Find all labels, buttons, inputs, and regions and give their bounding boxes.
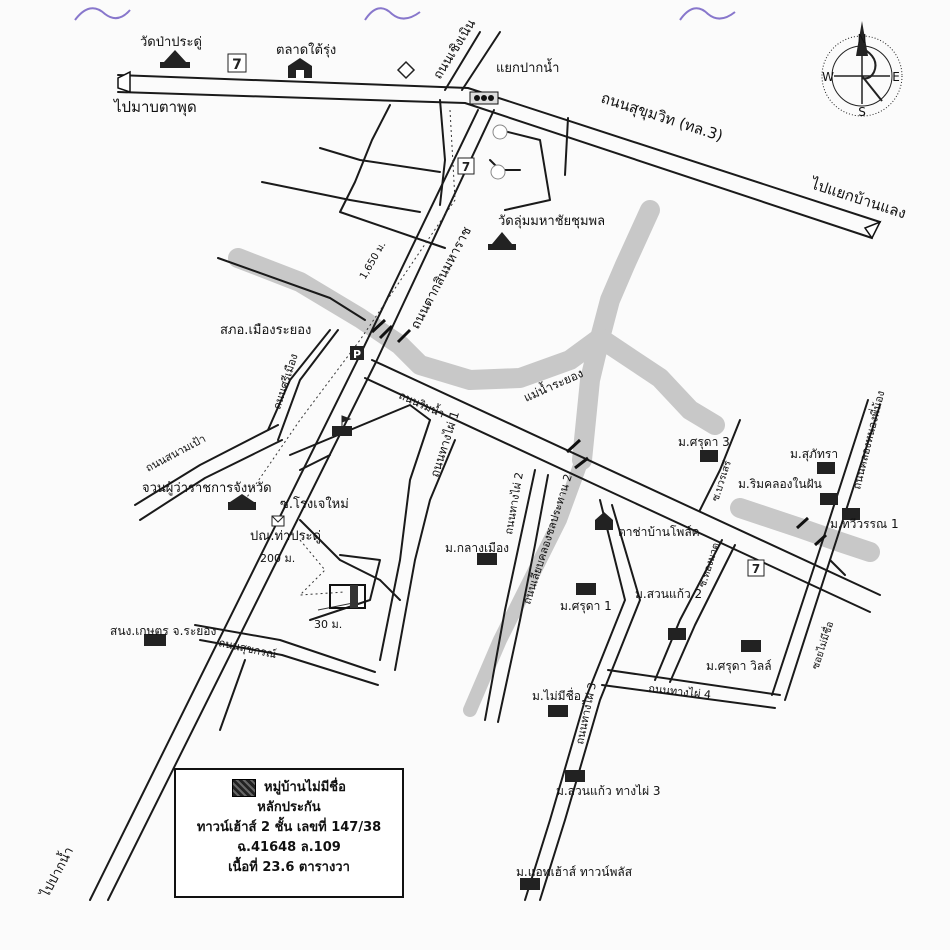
legend-title: หมู่บ้านไม่มีชื่อ bbox=[264, 780, 346, 795]
legend-box: หมู่บ้านไม่มีชื่อ หลักประกัน ทาวน์เฮ้าส์… bbox=[174, 768, 404, 898]
flag-icon bbox=[332, 415, 352, 436]
label-sirada-villa: ม.ศรุดา วิลล์ bbox=[706, 659, 772, 674]
label-talad: ตลาดใต้รุ่ง bbox=[276, 42, 336, 58]
label-governor: จวนผู้ว่าราชการจังหวัด bbox=[142, 481, 272, 496]
bridge-icons bbox=[370, 318, 828, 547]
gas-station-icon: P bbox=[350, 346, 364, 361]
diamond-icon bbox=[396, 60, 416, 80]
label-thawiwan: ม.ทวีวรรณ 1 bbox=[830, 517, 899, 531]
label-ta-ban-pol: ตาช่าบ้านโพล์ค bbox=[618, 525, 700, 539]
seven-eleven-icon-2: 7 bbox=[457, 157, 475, 175]
handwriting-doodles bbox=[74, 7, 736, 21]
label-thang-phai-4: ถนนทางไผ่ 4 bbox=[648, 682, 712, 702]
label-rim-khlong: ม.ริมคลองในฝัน bbox=[738, 477, 822, 491]
legend-line-1: หลักประกัน bbox=[257, 800, 321, 815]
road-network bbox=[89, 31, 881, 901]
label-to-pak-nam: ไปปากน้ำ bbox=[35, 843, 77, 900]
seven-eleven-icon-3: 7 bbox=[747, 559, 765, 577]
house-icon bbox=[595, 512, 613, 530]
arrow-right-icon bbox=[863, 220, 882, 240]
label-200m: 200 ม. bbox=[260, 552, 295, 565]
market-icon bbox=[288, 58, 312, 78]
label-agri: สนง.เกษตร จ.ระยอง bbox=[110, 624, 216, 638]
label-wat-lum: วัดลุ่มมหาชัยชุมพล bbox=[498, 214, 605, 229]
shop-icon bbox=[490, 124, 508, 180]
label-thang-phai-1: ถนนทางไผ่ 1 bbox=[428, 409, 463, 479]
svg-text:7: 7 bbox=[232, 57, 242, 73]
label-sirada-3: ม.ศรุดา 3 bbox=[678, 435, 730, 450]
label-mai-mi-chue: ม.ไม่มีชื่อ bbox=[532, 687, 581, 703]
legend-line-3: ฉ.41648 ล.109 bbox=[237, 840, 341, 855]
compass-s: S bbox=[858, 105, 866, 119]
label-soi-mai-chue: ซอยไม่มีชื่อ bbox=[808, 619, 837, 671]
label-1650m: 1,650 ม. bbox=[358, 240, 388, 282]
label-to-ban-ta-phut: ไปมาบตาพุด bbox=[113, 98, 197, 117]
label-klang-mueang: ม.กลางเมือง bbox=[445, 541, 509, 555]
label-yaek-pak-nam: แยกปากน้ำ bbox=[496, 58, 559, 76]
label-suan-kaew-3: ม.สวนแก้ว ทางไผ่ 3 bbox=[556, 784, 661, 798]
label-sukhon: ถนนสุขกรณ์ bbox=[217, 636, 277, 661]
label-sri-mueang: ถนนศรีเมือง bbox=[270, 352, 300, 411]
label-khlong-prathan: ถนนเลียบคลองชลประทาน 2 bbox=[520, 472, 574, 606]
target-plot-marker bbox=[329, 584, 366, 609]
label-tak-sin: ถนนตากสินมหาราช bbox=[408, 224, 475, 332]
svg-text:P: P bbox=[353, 348, 361, 361]
label-suan-kaew-2: ม.สวนแก้ว 2 bbox=[635, 587, 702, 601]
compass-e: E bbox=[892, 70, 900, 84]
legend-swatch bbox=[232, 779, 257, 797]
label-supatra: ม.สุภัทรา bbox=[790, 447, 838, 462]
river-rayong bbox=[228, 200, 880, 717]
label-soi-borwon: ซ.บวรเสรี bbox=[709, 458, 734, 502]
legend-title-row: หมู่บ้านไม่มีชื่อ bbox=[176, 778, 402, 798]
compass-n: N bbox=[858, 32, 867, 46]
legend-line-4: เนื้อที่ 23.6 ตารางวา bbox=[228, 860, 350, 875]
map-labels: วัดป่าประดู่ ตลาดใต้รุ่ง แยกปากน้ำ ไปมาบ… bbox=[35, 17, 908, 901]
compass-rose-icon: N E S W bbox=[821, 21, 903, 119]
svg-text:7: 7 bbox=[462, 160, 470, 174]
label-soi-rongchai: ซ.โรงเจใหม่ bbox=[280, 496, 349, 512]
government-house-icon bbox=[228, 494, 256, 510]
village-icons bbox=[477, 450, 860, 890]
mail-icon bbox=[271, 515, 285, 527]
label-wat-pa-pradu: วัดป่าประดู่ bbox=[140, 35, 202, 50]
label-30m: 30 ม. bbox=[314, 618, 342, 631]
temple-icon bbox=[160, 50, 190, 68]
seven-eleven-icon: 7 bbox=[227, 53, 247, 73]
label-soi-thongmat: ซ.ทองมาต bbox=[697, 542, 722, 589]
label-sanam-pao: ถนนสนามเป้า bbox=[143, 432, 208, 475]
compass-w: W bbox=[822, 70, 834, 84]
temple-icon-2 bbox=[488, 232, 516, 250]
svg-text:7: 7 bbox=[752, 562, 760, 576]
legend-line-2: ทาวน์เฮ้าส์ 2 ชั้น เลขที่ 147/38 bbox=[196, 820, 382, 835]
label-sirada-1: ม.ศรุดา 1 bbox=[560, 599, 612, 614]
label-police: สภอ.เมืองระยอง bbox=[220, 322, 311, 338]
agri-office-icon bbox=[144, 634, 166, 646]
traffic-light-icon bbox=[469, 91, 499, 105]
arrow-left-icon bbox=[117, 70, 131, 94]
label-at-house: ม.แอทเฮ้าส์ ทาวน์พลัส bbox=[516, 865, 633, 879]
label-post: ปณ.ท่าประดู่ bbox=[250, 529, 321, 544]
